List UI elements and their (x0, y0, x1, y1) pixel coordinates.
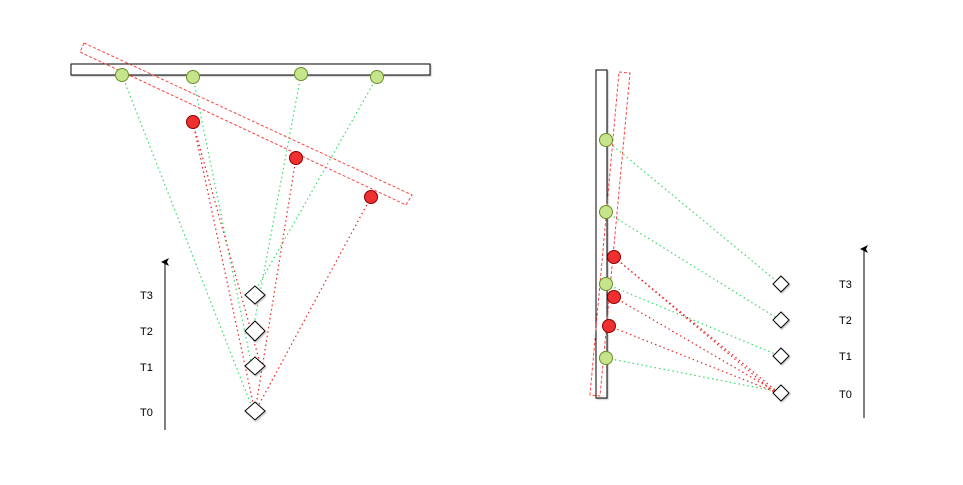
green-dot (599, 277, 613, 291)
right-label-t1: T1 (839, 351, 852, 363)
ray (605, 357, 781, 393)
diamond-t1 (772, 347, 790, 365)
left-diamonds (244, 285, 266, 421)
ray (605, 139, 781, 285)
diamond-t0 (244, 401, 266, 421)
left-red-rays (192, 122, 372, 413)
ray (254, 157, 297, 413)
right-label-t2: T2 (839, 315, 852, 327)
ray (613, 296, 781, 395)
red-dot (186, 115, 200, 129)
ray (192, 122, 256, 413)
green-dot (294, 67, 308, 81)
ray (121, 74, 254, 411)
diamond-t3 (244, 285, 266, 305)
left-tilted-board (79, 42, 413, 206)
left-label-t2: T2 (140, 326, 153, 338)
red-dot (607, 250, 621, 264)
left-label-t1: T1 (140, 362, 153, 374)
ray (192, 76, 254, 373)
green-dot (370, 70, 384, 84)
right-red-dots (602, 250, 621, 333)
right-figure: T3 T2 T1 T0 (589, 69, 868, 418)
ray (608, 325, 781, 395)
ray (252, 76, 378, 296)
ray (613, 256, 776, 394)
diamond-t2 (772, 311, 790, 329)
left-green-dots (115, 67, 384, 84)
diamond-t3 (772, 275, 790, 293)
red-dot (364, 190, 378, 204)
red-dot (289, 151, 303, 165)
left-green-rays (121, 74, 378, 411)
diamond-t2 (244, 320, 266, 342)
green-dot (599, 133, 613, 147)
right-red-rays (608, 256, 781, 395)
right-label-t0: T0 (839, 389, 852, 401)
left-red-dots (186, 115, 378, 204)
left-wall (70, 63, 431, 76)
ray (252, 74, 302, 331)
green-dot (599, 351, 613, 365)
green-dot (115, 68, 129, 82)
green-dot (599, 205, 613, 219)
right-wall (595, 69, 608, 399)
right-label-t3: T3 (839, 279, 852, 291)
right-tilted-board (589, 71, 631, 397)
red-dot (607, 290, 621, 304)
left-figure: T3 T2 T1 T0 (70, 42, 431, 430)
left-label-t3: T3 (140, 290, 153, 302)
diamond-t1 (244, 356, 266, 376)
right-green-rays (605, 139, 781, 393)
left-label-t0: T0 (140, 407, 153, 419)
right-diamonds (772, 275, 790, 402)
red-dot (602, 319, 616, 333)
ray (605, 211, 781, 321)
diamond-t0 (772, 384, 790, 402)
right-green-dots (599, 133, 613, 365)
green-dot (186, 70, 200, 84)
ray (254, 196, 372, 413)
ray (605, 283, 781, 357)
